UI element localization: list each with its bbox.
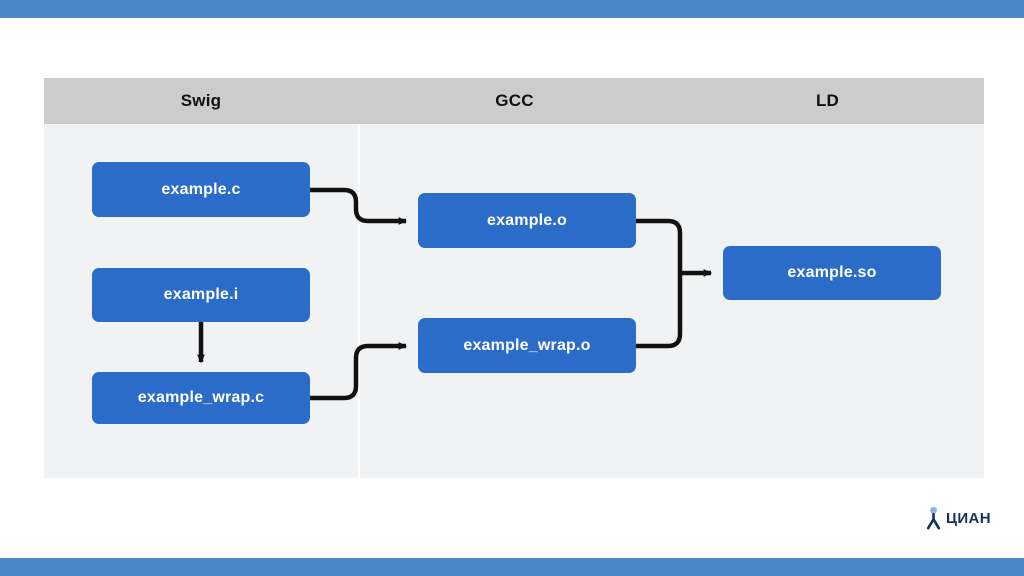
brand-logo: ЦИАН (925, 503, 991, 533)
node-example-wrap-c-label: example_wrap.c (137, 389, 265, 406)
node-example-o-label: example.o (486, 211, 568, 229)
node-example-c[interactable]: example.c (92, 162, 310, 217)
node-example-i-label: example.i (163, 286, 239, 303)
node-example-o[interactable]: example.o (418, 193, 636, 248)
node-example-c-label: example.c (161, 180, 241, 198)
edge-example-o-to-example-so (636, 218, 683, 273)
node-example-wrap-o[interactable]: example_wrap.o (418, 318, 636, 373)
node-example-wrap-c[interactable]: example_wrap.c (92, 372, 310, 424)
column-header-gcc: GCC (495, 91, 534, 110)
column-header-bar: Swig GCC LD (44, 78, 984, 124)
node-example-i[interactable]: example.i (92, 268, 310, 322)
node-example-so-label: example.so (787, 264, 877, 281)
column-divider-swig-gcc (358, 124, 360, 478)
column-header-ld: LD (815, 91, 840, 110)
node-example-wrap-o-label: example_wrap.o (463, 336, 591, 354)
node-example-so[interactable]: example.so (723, 246, 941, 300)
brand-logo-text: ЦИАН (946, 509, 992, 527)
bottom-accent-bar (0, 558, 1024, 576)
top-accent-bar (0, 0, 1024, 18)
diagram-panel: Swig GCC LD example.c (44, 78, 984, 478)
column-header-swig: Swig (180, 91, 222, 110)
edge-example-wrap-o-to-example-so (636, 273, 683, 349)
person-pin-icon (926, 506, 941, 530)
